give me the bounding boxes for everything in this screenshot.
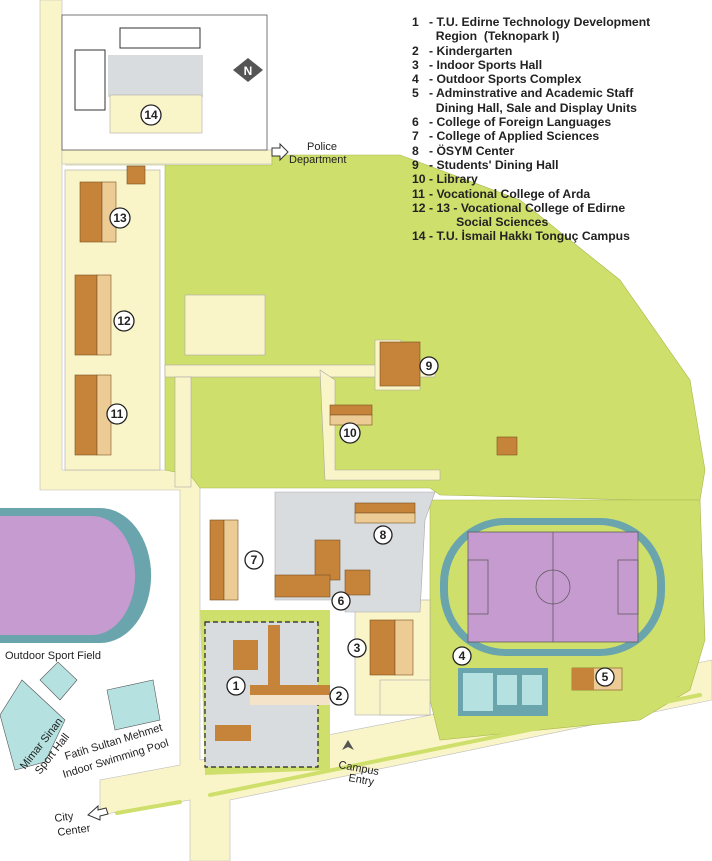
marker-3[interactable]: 3 [347, 638, 367, 658]
legend-text: - 13 - Vocational College of Edirne Soci… [429, 200, 626, 230]
marker-number: 6 [338, 594, 345, 608]
marker-13[interactable]: 13 [109, 207, 131, 229]
marker-12[interactable]: 12 [113, 310, 135, 332]
legend-number: 1 [412, 15, 419, 29]
legend-text: - T.U. İsmail Hakkı Tonguç Campus [429, 229, 630, 244]
marker-9[interactable]: 9 [419, 356, 439, 376]
legend-number: 11 [412, 186, 425, 201]
marker-number: 12 [117, 314, 131, 328]
legend-number: 8 [412, 143, 419, 158]
marker-number: 3 [354, 641, 361, 655]
marker-number: 5 [602, 670, 609, 684]
legend-text: - T.U. Edirne Technology Development Reg… [429, 15, 651, 44]
marker-number: 8 [380, 528, 387, 542]
legend-text: - Indoor Sports Hall [429, 57, 543, 72]
legend-number: 6 [412, 115, 419, 130]
marker-8[interactable]: 8 [373, 525, 393, 545]
legend-item: 9 - Students' Dining Hall [412, 158, 650, 172]
legend-item: 7 - College of Applied Sciences [412, 129, 650, 143]
marker-number: 9 [426, 359, 433, 373]
legend-text: - ÖSYM Center [429, 143, 515, 158]
marker-number: 1 [233, 679, 240, 693]
marker-2[interactable]: 2 [329, 686, 349, 706]
median-strips [115, 693, 702, 815]
legend-text: - College of Applied Sciences [429, 129, 600, 144]
marker-number: 7 [251, 553, 258, 567]
legend-number: 9 [412, 157, 419, 172]
legend-item: 12- 13 - Vocational College of Edirne So… [412, 201, 650, 230]
marker-number: 14 [144, 108, 158, 122]
outdoor-sport-field [0, 508, 152, 643]
city-center-label-2: Center [57, 822, 92, 839]
legend-item: 11 - Vocational College of Arda [412, 187, 650, 201]
north-label: N [244, 64, 253, 78]
teknopark-area [200, 610, 330, 775]
legend-number: 2 [412, 43, 419, 58]
ismail-hakki-tonguc-campus [61, 14, 268, 151]
central-buildings [274, 502, 416, 676]
legend-number: 4 [412, 72, 419, 87]
marker-6[interactable]: 6 [331, 591, 351, 611]
map-legend: 1 - T.U. Edirne Technology Development Re… [412, 15, 650, 244]
legend-text: - Adminstrative and Academic Staff Dinin… [429, 86, 637, 115]
buildings [74, 165, 518, 601]
legend-item: 5 - Adminstrative and Academic Staff Dini… [412, 86, 650, 115]
marker-number: 10 [343, 426, 357, 440]
police-label-2: Department [289, 154, 346, 166]
legend-item: 14- T.U. İsmail Hakkı Tonguç Campus [412, 229, 650, 243]
legend-text: - Kindergarten [429, 43, 513, 58]
marker-number: 4 [459, 649, 466, 663]
legend-item: 4 - Outdoor Sports Complex [412, 72, 650, 86]
campus-entry-arrow-icon [342, 740, 354, 750]
campus-entry-label-2: Entry [347, 772, 375, 788]
legend-number: 7 [412, 129, 419, 144]
external-buildings [0, 661, 161, 771]
marker-5[interactable]: 5 [595, 667, 615, 687]
outdoor-field-label: Outdoor Sport Field [5, 650, 101, 662]
legend-text: - Vocational College of Arda [429, 186, 591, 201]
marker-7[interactable]: 7 [244, 550, 264, 570]
police-arrow-icon [271, 142, 289, 162]
legend-text: - Students' Dining Hall [429, 157, 559, 172]
legend-number: 14 [412, 229, 426, 244]
marker-number: 11 [111, 407, 124, 421]
police-label-1: Police [307, 141, 337, 153]
legend-item: 3 - Indoor Sports Hall [412, 58, 650, 72]
legend-text: - College of Foreign Languages [429, 115, 612, 130]
legend-item: 6 - College of Foreign Languages [412, 115, 650, 129]
city-center-label-1: City [54, 810, 75, 825]
legend-number: 12 [412, 200, 426, 215]
marker-number: 2 [336, 689, 343, 703]
city-center-arrow-icon [87, 804, 109, 821]
north-arrow-icon: N [233, 58, 263, 82]
legend-item: 10- Library [412, 172, 650, 186]
legend-number: 5 [412, 86, 419, 101]
marker-10[interactable]: 10 [339, 422, 361, 444]
legend-text: - Library [429, 172, 478, 187]
legend-number: 3 [412, 57, 419, 72]
legend-item: 2 - Kindergarten [412, 44, 650, 58]
marker-1[interactable]: 1 [226, 676, 246, 696]
legend-text: - Outdoor Sports Complex [429, 72, 582, 87]
marker-4[interactable]: 4 [452, 646, 472, 666]
marker-11[interactable]: 11 [106, 403, 128, 425]
marker-14[interactable]: 14 [140, 104, 162, 126]
legend-item: 1 - T.U. Edirne Technology Development Re… [412, 15, 650, 44]
outdoor-sports-complex [440, 518, 665, 716]
marker-number: 13 [113, 211, 127, 225]
legend-item: 8 - ÖSYM Center [412, 144, 650, 158]
legend-number: 10 [412, 172, 426, 187]
